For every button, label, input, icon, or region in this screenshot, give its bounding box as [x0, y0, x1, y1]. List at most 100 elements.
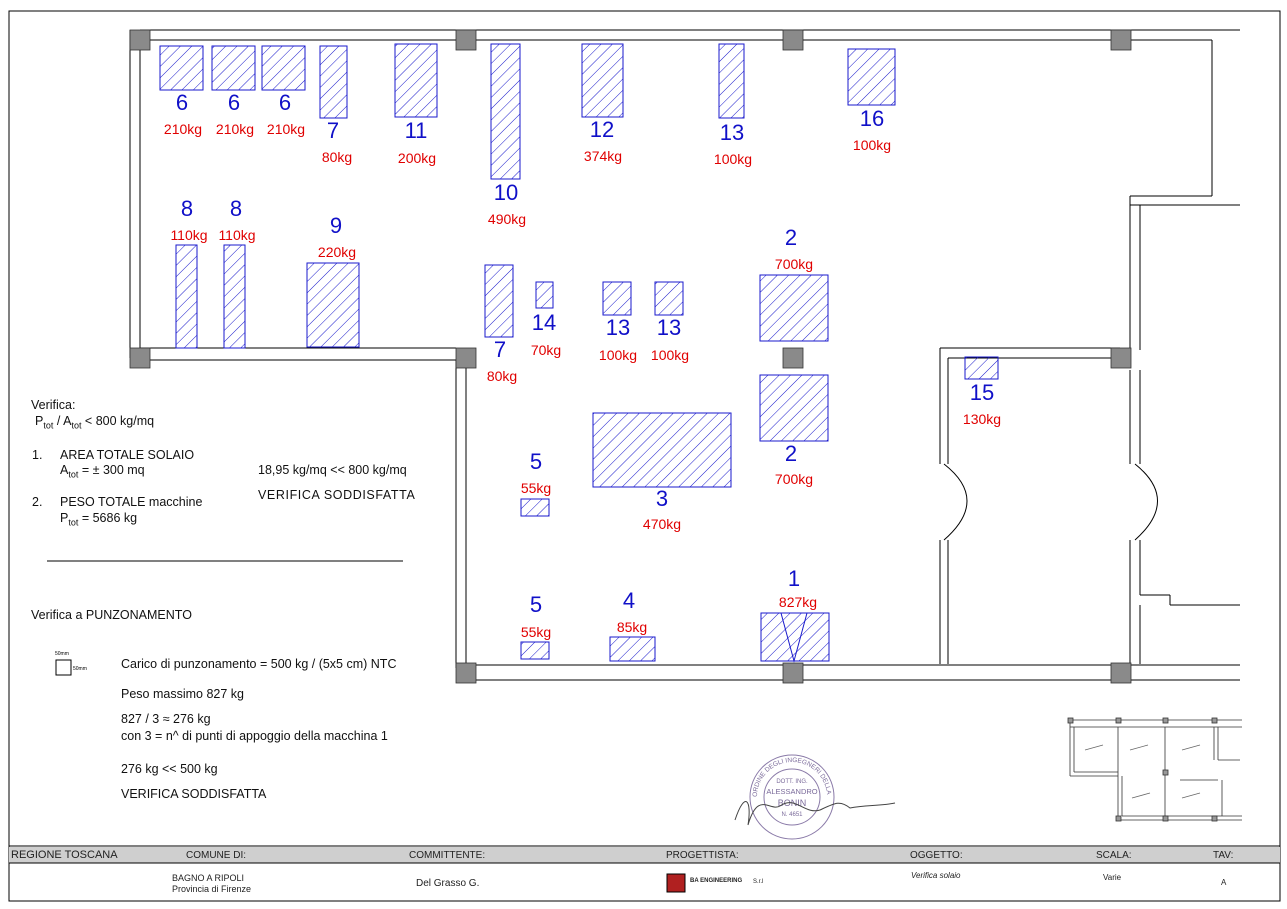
- stamp-line: DOTT. ING.: [776, 779, 808, 785]
- machine-2-footprint: [759, 274, 829, 342]
- machines: [159, 43, 999, 662]
- machine-number: 5: [530, 449, 542, 474]
- machine-weight: 100kg: [651, 347, 689, 363]
- machine-weight: 100kg: [714, 151, 752, 167]
- machine-6-footprint: [211, 45, 256, 91]
- machine-10-footprint: [490, 43, 521, 180]
- machine-number: 15: [970, 380, 994, 405]
- machine-number: 14: [532, 310, 556, 335]
- punzonamento-compare: 276 kg << 500 kg: [121, 762, 218, 776]
- area-value: Atot = ± 300 mq: [60, 463, 145, 480]
- machine-16-footprint: [847, 48, 896, 106]
- machine-weight: 100kg: [599, 347, 637, 363]
- machine-1-footprint: [760, 612, 830, 662]
- comune-province: Provincia di Firenze: [172, 884, 252, 894]
- machine-weight: 80kg: [322, 149, 352, 165]
- machine-8-footprint: [223, 244, 246, 349]
- machine-weights: 210kg 210kg 210kg 80kg 200kg 490kg 374kg…: [164, 121, 1001, 640]
- machine-11-footprint: [581, 43, 624, 118]
- progettista-value: BA ENGINEERING: [690, 878, 743, 884]
- machine-number: 11: [405, 118, 428, 143]
- machine-13-footprint: [602, 281, 632, 316]
- machine-number: 6: [176, 90, 188, 115]
- column: [1110, 662, 1132, 684]
- verifica-item-number: 2.: [32, 495, 43, 509]
- columns: [129, 29, 1132, 684]
- punzonamento-calc-note: con 3 = n^ di punti di appoggio della ma…: [121, 729, 388, 743]
- machine-7-footprint: [319, 45, 348, 119]
- machine-weight: 70kg: [531, 342, 561, 358]
- machine-weight: 85kg: [617, 619, 647, 635]
- punzonamento-carico: Carico di punzonamento = 500 kg / (5x5 c…: [121, 657, 397, 671]
- scala-value: Varie: [1103, 873, 1122, 882]
- machine-number: 2: [785, 225, 797, 250]
- machine-6-footprint: [159, 45, 204, 91]
- machine-weight: 210kg: [216, 121, 254, 137]
- machine-number: 1: [788, 566, 800, 591]
- progettista-label: PROGETTISTA:: [666, 850, 739, 861]
- comune-value: BAGNO A RIPOLI: [172, 873, 245, 883]
- machine-weight: 700kg: [775, 256, 813, 272]
- column: [455, 29, 477, 51]
- machine-weight: 110kg: [218, 227, 255, 243]
- machine-weight: 55kg: [521, 480, 551, 496]
- machine-weight: 110kg: [170, 227, 207, 243]
- column: [129, 29, 151, 51]
- machine-4-footprint: [609, 636, 656, 662]
- machine-number: 5: [530, 592, 542, 617]
- machine-number: 3: [656, 486, 668, 511]
- scala-label: SCALA:: [1096, 850, 1132, 861]
- machine-number: 7: [494, 337, 506, 362]
- machine-weight: 700kg: [775, 471, 813, 487]
- machine-8-footprint: [175, 244, 198, 349]
- machine-number: 10: [494, 180, 518, 205]
- machine-5-footprint: [520, 641, 550, 660]
- machine-number: 12: [590, 117, 614, 142]
- machine-weight: 200kg: [398, 150, 436, 166]
- column: [782, 347, 804, 369]
- machine-number: 9: [330, 213, 342, 238]
- machine-5-footprint: [520, 498, 550, 517]
- area-label: AREA TOTALE SOLAIO: [60, 448, 195, 462]
- machine-12-footprint: [718, 43, 745, 119]
- machine-number: 8: [230, 196, 242, 221]
- punzonamento-peso: Peso massimo 827 kg: [121, 687, 244, 701]
- machine-15-footprint: [964, 356, 999, 380]
- machine-number: 13: [720, 120, 744, 145]
- column: [1110, 347, 1132, 369]
- verifica-item-number: 1.: [32, 448, 43, 462]
- machine-number: 6: [279, 90, 291, 115]
- machine-number: 13: [657, 315, 681, 340]
- verifica-result: 18,95 kg/mq << 800 kg/mq: [258, 463, 407, 477]
- machine-weight: 80kg: [487, 368, 517, 384]
- machine-14-footprint: [535, 281, 554, 309]
- machine-1-support-triangle: [780, 612, 808, 663]
- committente-value: Del Grasso G.: [416, 878, 480, 889]
- machine-weight: 130kg: [963, 411, 1001, 427]
- punching-dim-side: 50mm: [73, 666, 87, 672]
- machine-weight: 490kg: [488, 211, 526, 227]
- machine-weight: 220kg: [318, 244, 356, 260]
- column: [129, 347, 151, 369]
- committente-label: COMMITTENTE:: [409, 850, 486, 861]
- machine-3-footprint: [592, 412, 732, 488]
- stamp-line: N. 4651: [781, 812, 803, 818]
- machine-weight: 470kg: [643, 516, 681, 532]
- signature: [734, 801, 896, 826]
- machine-weight: 374kg: [584, 148, 622, 164]
- oggetto-label: OGGETTO:: [910, 850, 963, 861]
- machine-weight: 210kg: [164, 121, 202, 137]
- comune-label: COMUNE DI:: [186, 850, 246, 861]
- machine-number: 16: [860, 106, 884, 131]
- punzonamento-calc: 827 / 3 ≈ 276 kg: [121, 712, 211, 726]
- punching-square: [55, 659, 72, 676]
- machine-weight: 210kg: [267, 121, 305, 137]
- machine-11-footprint: [394, 43, 438, 118]
- machine-number: 6: [228, 90, 240, 115]
- punching-dim-top: 50mm: [55, 651, 69, 657]
- machine-6-footprint: [261, 45, 306, 91]
- stamp-line: ALESSANDRO: [766, 787, 817, 796]
- weight-label: PESO TOTALE macchine: [60, 495, 203, 509]
